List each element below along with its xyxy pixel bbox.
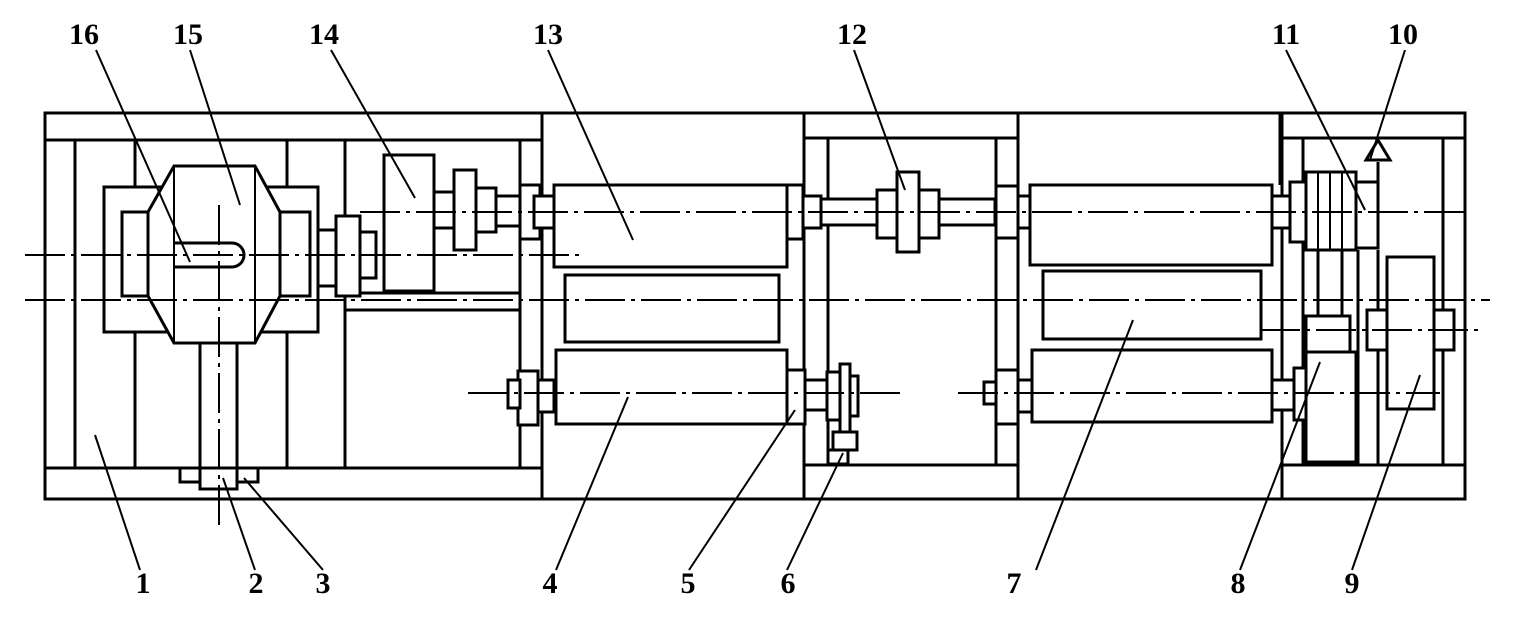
- label-13: 13: [533, 18, 563, 51]
- roller-section-b: [982, 183, 1296, 426]
- label-3: 3: [316, 567, 331, 600]
- leader-lines: [94, 49, 1421, 571]
- label-8: 8: [1231, 567, 1246, 600]
- right-section: [1288, 137, 1456, 465]
- label-9: 9: [1345, 567, 1360, 600]
- roller-section-a: [506, 183, 860, 466]
- label-2: 2: [249, 567, 264, 600]
- label-1: 1: [136, 567, 151, 600]
- label-16: 16: [69, 18, 99, 51]
- label-4: 4: [543, 567, 558, 600]
- label-6: 6: [781, 567, 796, 600]
- part-labels: 16 15 14 13 12 11 10 1 2 3 4 5 6 7 8 9: [69, 18, 1418, 600]
- label-12: 12: [837, 18, 867, 51]
- label-11: 11: [1272, 18, 1300, 51]
- axis-lines: [25, 211, 1490, 394]
- label-10: 10: [1388, 18, 1418, 51]
- label-15: 15: [173, 18, 203, 51]
- label-7: 7: [1007, 567, 1022, 600]
- label-14: 14: [309, 18, 339, 51]
- label-5: 5: [681, 567, 696, 600]
- left-section: [73, 140, 522, 530]
